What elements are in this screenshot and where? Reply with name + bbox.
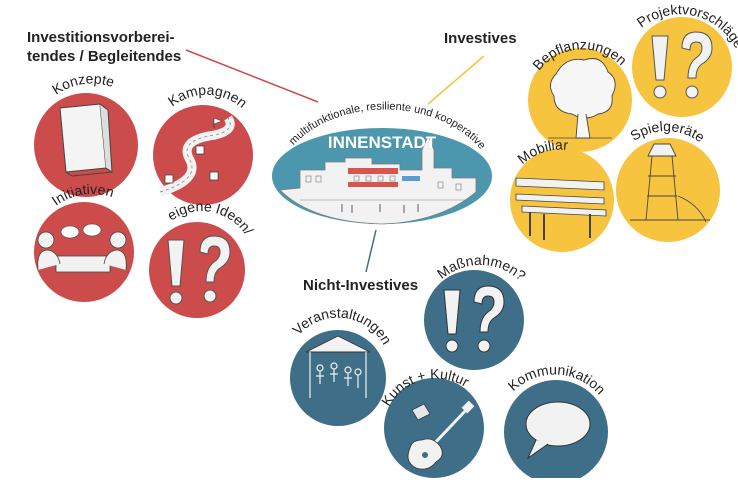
exclamation-question-icon (167, 235, 231, 305)
connector-line-investives (427, 55, 485, 105)
category-label-nicht-investives: Nicht-Investives (303, 277, 419, 294)
bubble-veranstaltungen: Veranstaltungen (289, 305, 395, 426)
city-skyline-icon (279, 134, 477, 225)
playground-tower-icon (630, 143, 710, 223)
booklet-icon (59, 103, 113, 177)
center-node: multifunktionale, resiliente und koopera… (272, 100, 492, 225)
center-title: INNENSTADT (328, 133, 437, 152)
bubble-mobiliar: Mobiliar (510, 137, 614, 252)
bubble-spielgeraete: Spielgeräte (616, 118, 720, 242)
bubble-konzepte: Konzepte (34, 70, 138, 197)
speech-bubble-icon (525, 401, 591, 460)
bubble-kommunikation: Kommunikation (504, 361, 609, 483)
category-label-investives: Investives (444, 30, 517, 47)
tree-icon (548, 58, 616, 139)
bubble-initiativen: Initiativen (34, 181, 134, 302)
event-tent-icon (305, 335, 371, 398)
bubble-bepflanzungen: Bepflanzungen (528, 36, 632, 152)
bubble-eigene-ideen: eigene Ideen/ (149, 198, 257, 318)
guitar-icon (407, 400, 475, 470)
meeting-people-icon (37, 223, 127, 273)
bubble-projektvorschlaege: Projektvorschläge (632, 1, 738, 117)
bubble-kunst-kultur: Kunst + Kultur (378, 366, 484, 478)
bubble-massnahmen: Maßnahmen? (424, 252, 529, 370)
winding-road-icon (158, 115, 235, 197)
connector-line-begleitendes (185, 49, 319, 103)
bench-icon (515, 177, 607, 240)
category-label-begleitendes: Investitionsvorberei- tendes / Begleiten… (27, 28, 181, 66)
exclamation-question-icon (651, 31, 713, 99)
bubble-kampagnen: Kampagnen (153, 82, 253, 205)
exclamation-question-icon (443, 285, 505, 353)
category-label-begleitendes-line2: tendes / Begleitendes (27, 48, 182, 65)
connector-line-nicht-investives (365, 229, 377, 273)
category-label-begleitendes-line1: Investitionsvorberei- (27, 29, 175, 46)
